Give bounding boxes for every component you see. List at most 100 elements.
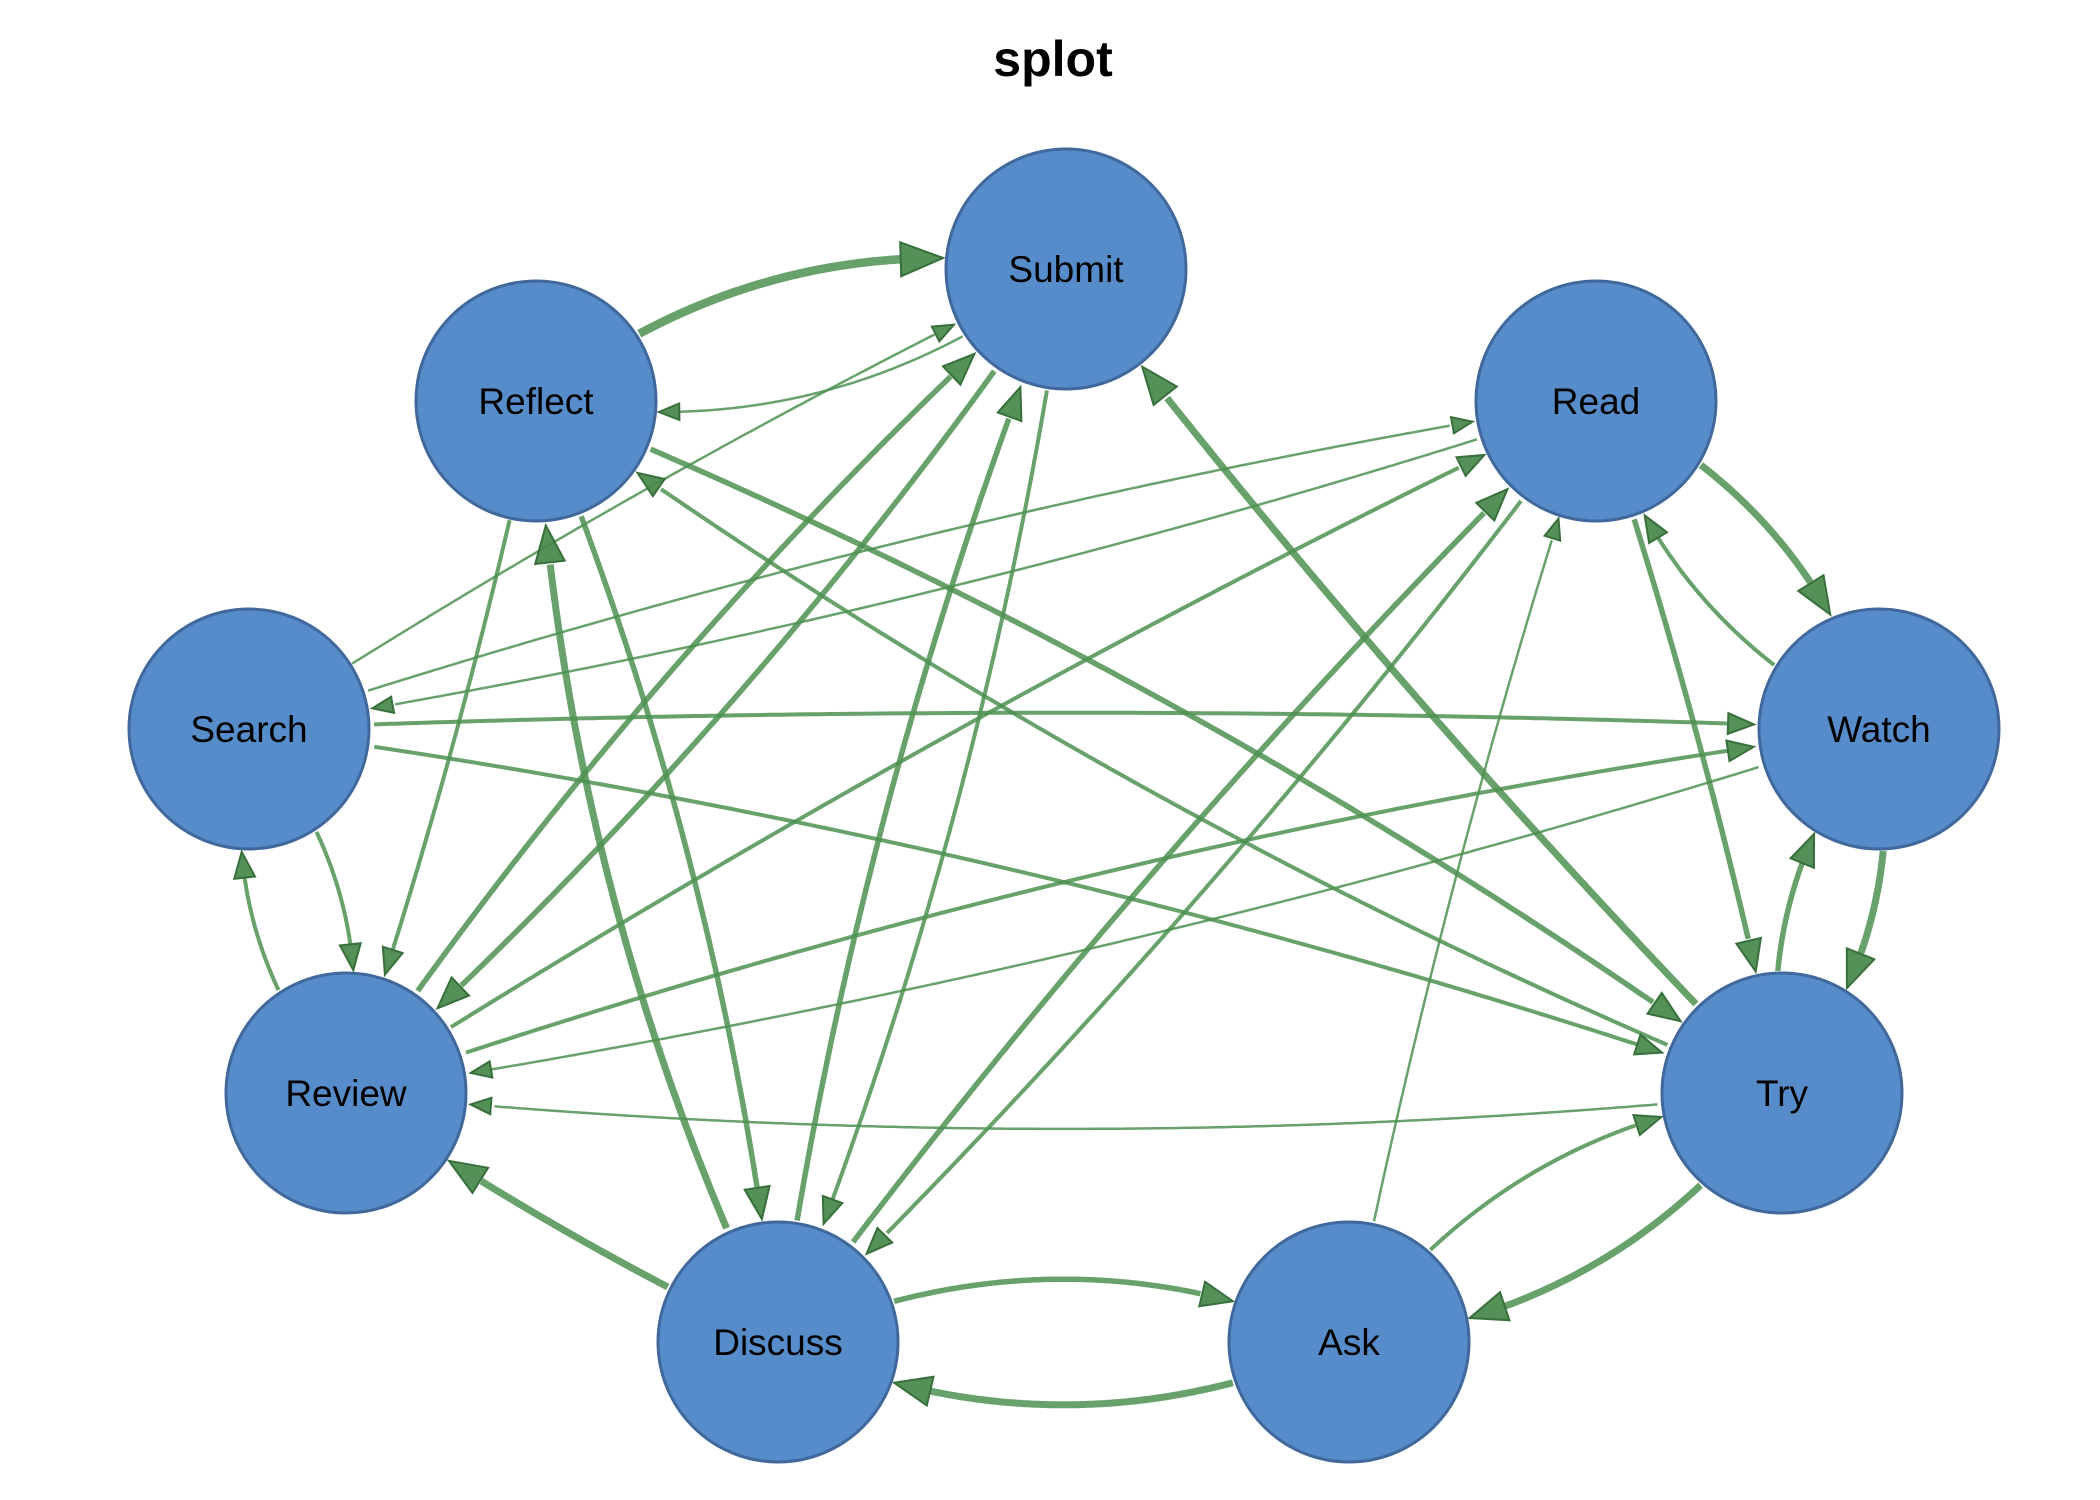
- edge-review-submit: [415, 374, 953, 993]
- node-review: Review: [224, 971, 468, 1215]
- node-ask: Ask: [1227, 1220, 1471, 1464]
- arrowhead-search-submit: [930, 323, 957, 344]
- edge-review-watch: [465, 748, 1728, 1055]
- arrowhead-review-search: [232, 849, 257, 880]
- edge-search-watch: [373, 710, 1727, 727]
- edge-discuss-read: [850, 511, 1487, 1244]
- arrowhead-discuss-ask: [1197, 1280, 1236, 1308]
- arrowhead-try-review: [467, 1096, 493, 1116]
- node-label-search: Search: [190, 709, 307, 750]
- arrowhead-submit-review: [435, 975, 471, 1011]
- arrowhead-search-watch: [1726, 711, 1757, 736]
- node-label-read: Read: [1552, 381, 1640, 422]
- arrowhead-ask-read: [1542, 516, 1562, 542]
- arrowhead-try-watch: [1788, 831, 1816, 870]
- edge-ask-try: [1429, 1123, 1637, 1252]
- node-circle-discuss: [656, 1220, 900, 1464]
- arrowhead-review-submit: [941, 351, 977, 387]
- node-reflect: Reflect: [414, 279, 658, 523]
- node-circle-try: [1660, 971, 1904, 1215]
- edge-watch-try: [1857, 850, 1887, 955]
- edge-try-watch: [1775, 862, 1805, 972]
- edge-discuss-review: [479, 1178, 670, 1291]
- edge-reflect-review: [390, 519, 512, 951]
- node-label-reflect: Reflect: [478, 381, 594, 422]
- node-circle-review: [224, 971, 468, 1215]
- node-discuss: Discuss: [656, 1220, 900, 1464]
- arrowhead-watch-try: [1845, 946, 1877, 991]
- node-label-try: Try: [1756, 1073, 1809, 1114]
- edge-try-submit: [1164, 395, 1699, 1007]
- edge-watch-read: [1656, 536, 1776, 667]
- arrowhead-read-search: [369, 695, 396, 715]
- arrowhead-review-read: [1454, 453, 1487, 478]
- node-try: Try: [1660, 971, 1904, 1215]
- node-circle-reflect: [414, 279, 658, 523]
- arrowhead-review-watch: [1725, 739, 1757, 763]
- node-circle-read: [1474, 279, 1718, 523]
- arrowhead-search-review: [338, 942, 363, 973]
- edge-ask-discuss: [929, 1379, 1234, 1409]
- arrowhead-read-try: [1734, 936, 1763, 975]
- edge-search-submit: [351, 333, 935, 665]
- edge-discuss-submit: [794, 417, 1012, 1222]
- edge-reflect-discuss: [578, 515, 760, 1188]
- node-circle-ask: [1227, 1220, 1471, 1464]
- node-label-submit: Submit: [1008, 249, 1124, 290]
- arrowhead-reflect-discuss: [743, 1184, 771, 1222]
- edge-try-ask: [1504, 1182, 1703, 1310]
- arrowhead-try-submit: [1140, 364, 1179, 407]
- arrowhead-ask-try: [1631, 1114, 1664, 1137]
- arrowhead-discuss-submit: [996, 384, 1023, 423]
- edge-watch-review: [491, 765, 1759, 1071]
- edge-try-reflect: [659, 487, 1669, 1047]
- edge-read-search: [394, 438, 1478, 706]
- node-watch: Watch: [1757, 607, 2001, 851]
- arrowhead-read-discuss: [864, 1226, 894, 1256]
- arrowhead-reflect-try: [1645, 991, 1683, 1023]
- arrowhead-submit-reflect: [656, 402, 681, 422]
- arrowhead-discuss-read: [1474, 487, 1510, 523]
- edge-search-read: [367, 424, 1451, 692]
- edge-search-review: [314, 830, 353, 945]
- arrowhead-discuss-review: [446, 1159, 490, 1195]
- arrowhead-watch-read: [1643, 513, 1669, 545]
- arrowhead-discuss-reflect: [533, 522, 567, 566]
- node-label-discuss: Discuss: [713, 1322, 843, 1363]
- node-label-watch: Watch: [1827, 709, 1930, 750]
- edge-review-read: [449, 465, 1460, 1029]
- edge-read-try: [1631, 518, 1751, 940]
- node-search: Search: [127, 607, 371, 851]
- edge-submit-reflect: [679, 335, 964, 413]
- node-circle-watch: [1757, 607, 2001, 851]
- edge-ask-read: [1372, 539, 1553, 1222]
- arrowhead-try-reflect: [635, 471, 667, 498]
- arrowhead-try-ask: [1467, 1290, 1511, 1322]
- node-label-ask: Ask: [1318, 1322, 1380, 1363]
- arrowhead-submit-discuss: [821, 1194, 845, 1227]
- node-read: Read: [1474, 279, 1718, 523]
- node-label-review: Review: [285, 1073, 407, 1114]
- edge-search-try: [373, 744, 1638, 1047]
- edge-review-search: [242, 877, 281, 992]
- arrowhead-ask-discuss: [891, 1375, 935, 1408]
- arrowhead-reflect-review: [381, 945, 405, 978]
- arrowhead-reflect-submit: [899, 240, 946, 278]
- arrowhead-read-watch: [1796, 573, 1832, 617]
- node-submit: Submit: [944, 147, 1188, 391]
- edge-submit-discuss: [830, 390, 1049, 1201]
- edges-layer: [232, 240, 1887, 1409]
- node-circle-search: [127, 607, 371, 851]
- chart-title: splot: [993, 31, 1113, 87]
- edge-submit-review: [459, 369, 997, 988]
- arrowhead-watch-review: [468, 1059, 494, 1079]
- edge-discuss-reflect: [546, 564, 730, 1230]
- edge-discuss-ask: [893, 1276, 1202, 1304]
- arrowhead-search-try: [1632, 1032, 1665, 1056]
- edge-read-discuss: [885, 499, 1523, 1235]
- edge-reflect-submit: [637, 255, 901, 338]
- edge-try-review: [494, 1103, 1658, 1131]
